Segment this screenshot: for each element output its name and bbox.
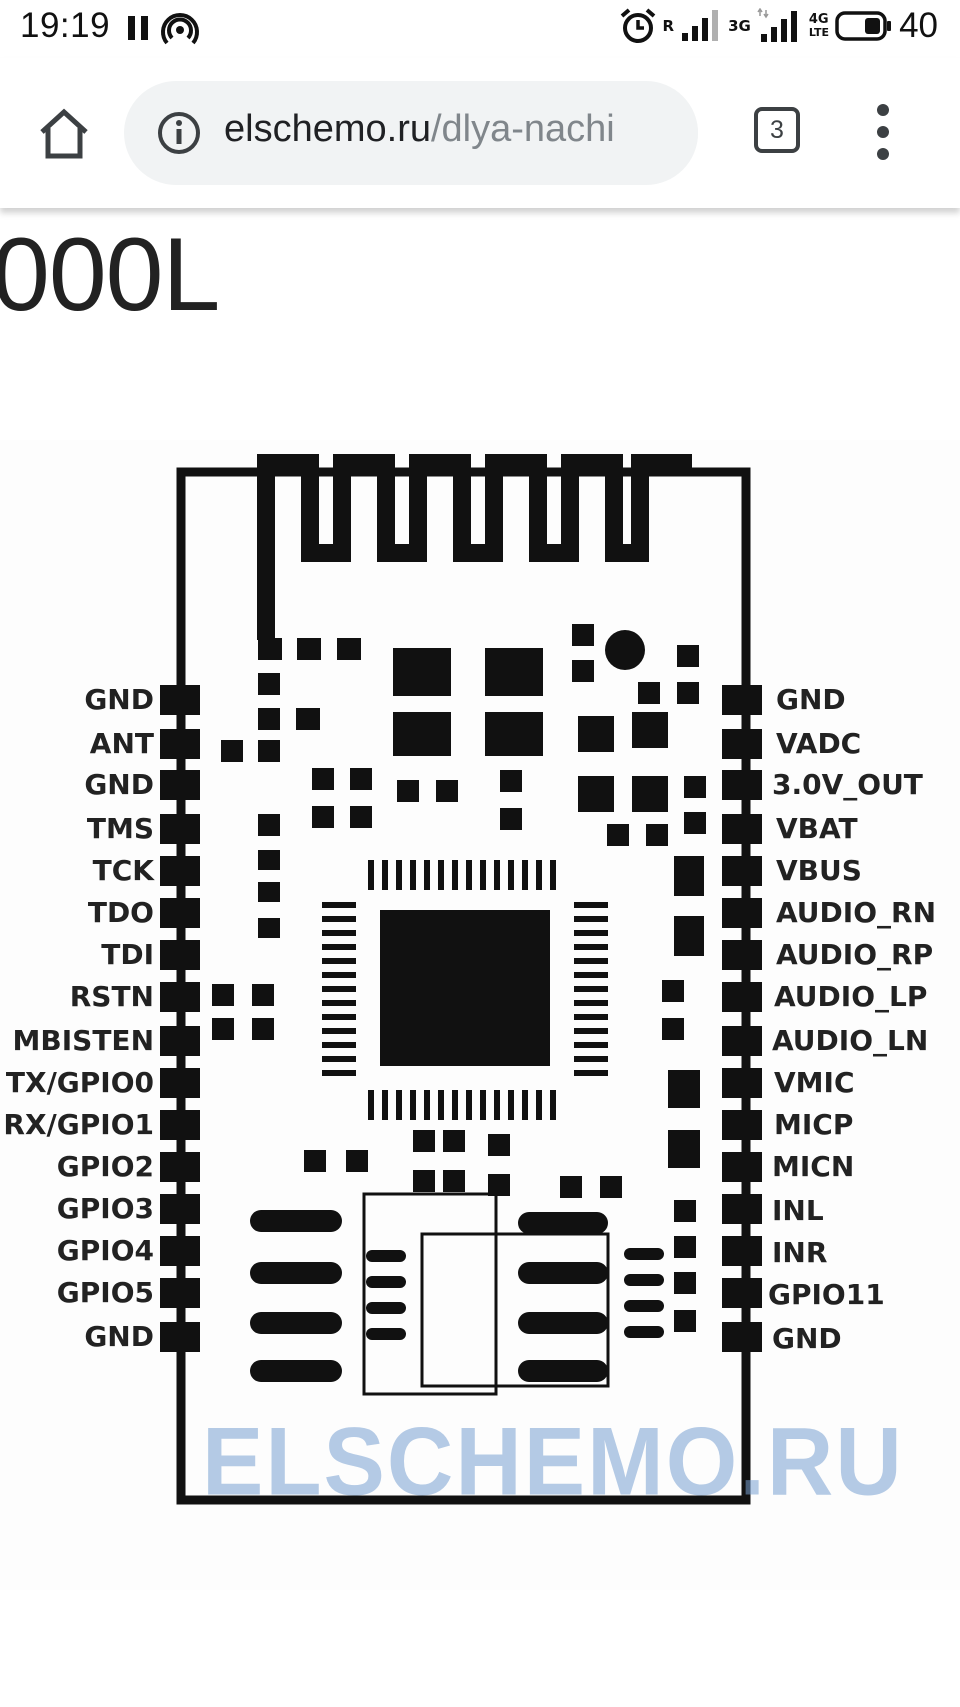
chip-leads-left xyxy=(322,902,356,1076)
url-text[interactable]: elschemo.ru/dlya-nachi xyxy=(224,108,615,151)
pcb-drawing xyxy=(0,440,960,1590)
network-4g-label: 4G LTE xyxy=(809,13,829,39)
status-right-icons: R 3G 4G LTE 40 xyxy=(619,6,938,46)
network-4g-bottom: LTE xyxy=(808,26,830,39)
pin-label-left: TCK xyxy=(92,854,154,887)
pin-label-left: RX/GPIO1 xyxy=(3,1108,154,1141)
status-bar: 19:19 R 3G xyxy=(0,0,960,58)
pin-label-right: VBUS xyxy=(776,854,862,887)
pin-label-left: TDO xyxy=(87,896,154,929)
pin-label-left: GND xyxy=(84,768,154,801)
bottom-pads xyxy=(250,1210,664,1382)
pin-label-left: GND xyxy=(84,1320,154,1353)
info-icon[interactable] xyxy=(156,110,202,156)
large-pads xyxy=(393,648,704,1168)
pin-label-left: GPIO3 xyxy=(56,1192,154,1225)
status-left-icons xyxy=(126,10,216,54)
pause-icon xyxy=(128,13,199,45)
page-heading: 000L xyxy=(0,217,220,333)
module-pinout-diagram: GND ANT GND TMS TCK TDO TDI RSTN MBISTEN… xyxy=(0,440,960,1590)
pin-label-right: INL xyxy=(772,1194,824,1227)
pin-label-left: TMS xyxy=(86,812,154,845)
pin-label-left: RSTN xyxy=(69,980,154,1013)
pin-label-left: MBISTEN xyxy=(12,1024,154,1057)
network-4g-top: 4G xyxy=(808,12,829,27)
pin-label-right: MICP xyxy=(774,1108,854,1141)
pin-label-left: ANT xyxy=(89,727,154,760)
small-pads xyxy=(212,624,706,1332)
pin-label-left: TDI xyxy=(101,938,154,971)
address-bar[interactable]: elschemo.ru/dlya-nachi xyxy=(124,81,698,185)
antenna-trace xyxy=(257,454,692,640)
pin-label-right: AUDIO_LP xyxy=(774,980,928,1013)
pin-label-right: GND xyxy=(776,683,846,716)
url-host: elschemo.ru xyxy=(224,108,431,150)
home-icon xyxy=(40,108,88,159)
more-vert-icon[interactable] xyxy=(870,102,900,162)
menu-dot xyxy=(877,148,889,160)
status-time: 19:19 xyxy=(20,6,111,45)
component-outline xyxy=(420,1232,610,1388)
pin-label-left: GPIO5 xyxy=(56,1276,154,1309)
pin-label-right: GPIO11 xyxy=(768,1278,885,1311)
pin-label-right: VADC xyxy=(776,727,862,760)
battery-icon xyxy=(835,11,892,41)
pin-label-right: AUDIO_RP xyxy=(776,938,934,971)
pin-label-right: INR xyxy=(772,1236,828,1269)
menu-dot xyxy=(877,104,889,116)
pin-label-left: TX/GPIO0 xyxy=(5,1066,154,1099)
signal-icon-sim1 xyxy=(682,10,719,41)
pin-label-right: VMIC xyxy=(774,1066,855,1099)
battery-percent: 40 xyxy=(899,6,938,45)
pin-label-left: GPIO4 xyxy=(56,1234,154,1267)
url-path: /dlya-nachi xyxy=(430,108,615,150)
pin-label-right: 3.0V_OUT xyxy=(772,768,923,801)
browser-toolbar: elschemo.ru/dlya-nachi 3 xyxy=(0,58,960,208)
pin-label-left: GND xyxy=(84,683,154,716)
network-3g-label: 3G xyxy=(728,17,751,35)
signal-icon-sim2 xyxy=(757,8,797,42)
alarm-icon xyxy=(620,8,655,43)
component-outline xyxy=(362,1192,498,1396)
menu-dot xyxy=(877,126,889,138)
pin-label-right: GND xyxy=(772,1322,842,1355)
pin-label-right: MICN xyxy=(772,1150,855,1183)
pin-label-right: AUDIO_LN xyxy=(772,1024,929,1057)
home-button[interactable] xyxy=(34,104,94,164)
pin-label-right: VBAT xyxy=(776,812,858,845)
url-fade xyxy=(638,81,698,185)
watermark: ELSCHEMO.RU xyxy=(202,1408,904,1516)
chip-leads-right xyxy=(574,902,608,1076)
roaming-label: R xyxy=(662,17,675,35)
hotspot-icon xyxy=(161,13,199,45)
pin-label-left: GPIO2 xyxy=(56,1150,154,1183)
qfn-chip xyxy=(380,910,550,1066)
tab-switcher-button[interactable]: 3 xyxy=(754,107,804,157)
tabs-icon: 3 xyxy=(754,107,800,153)
chip-leads-top xyxy=(368,860,556,890)
left-edge-pads xyxy=(160,685,200,1352)
chip-leads-bottom xyxy=(368,1090,556,1120)
pin-label-right: AUDIO_RN xyxy=(776,896,937,929)
fiducial xyxy=(605,630,645,670)
right-edge-pads xyxy=(722,685,762,1352)
